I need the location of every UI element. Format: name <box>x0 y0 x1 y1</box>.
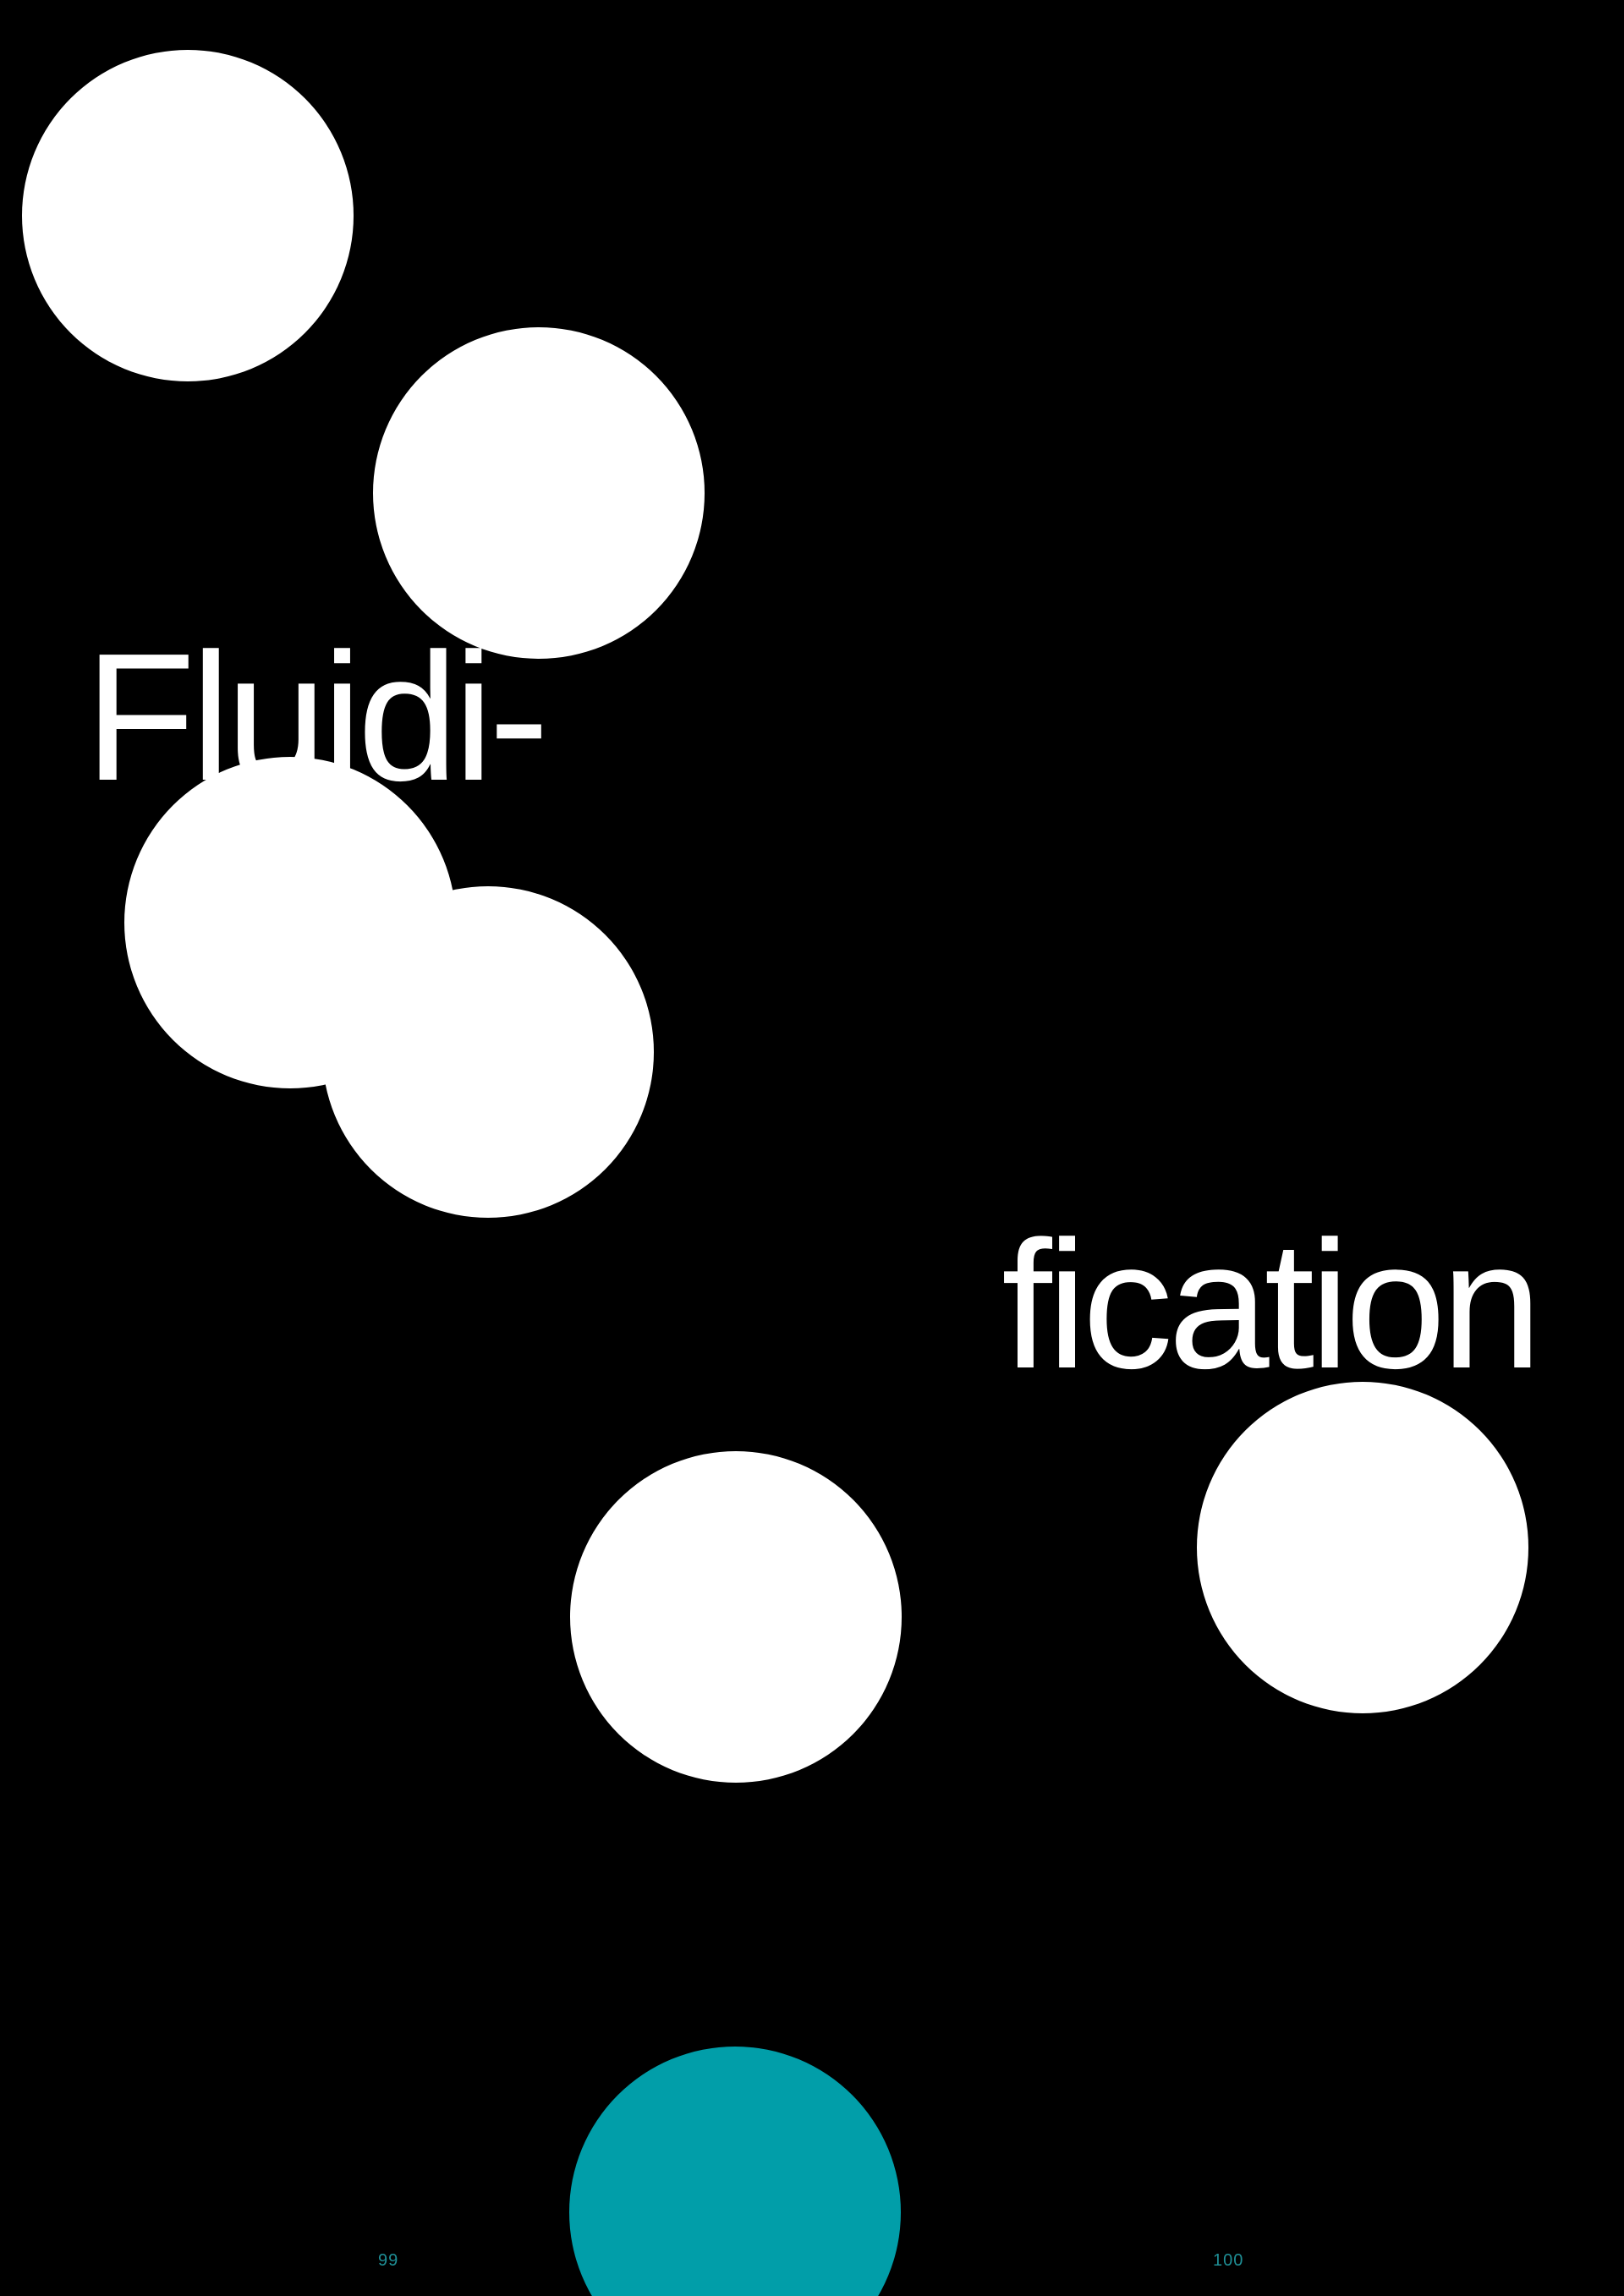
circle-5 <box>1197 1382 1528 1713</box>
circle-6 <box>570 1451 902 1783</box>
circle-2 <box>373 327 705 659</box>
accent-circle <box>569 2047 901 2296</box>
page-number-right: 100 <box>1213 2251 1244 2270</box>
circle-4 <box>322 886 654 1218</box>
page-number-left: 99 <box>378 2251 399 2270</box>
headline-part-2: fication <box>1001 1203 1542 1406</box>
circle-1 <box>22 50 354 381</box>
